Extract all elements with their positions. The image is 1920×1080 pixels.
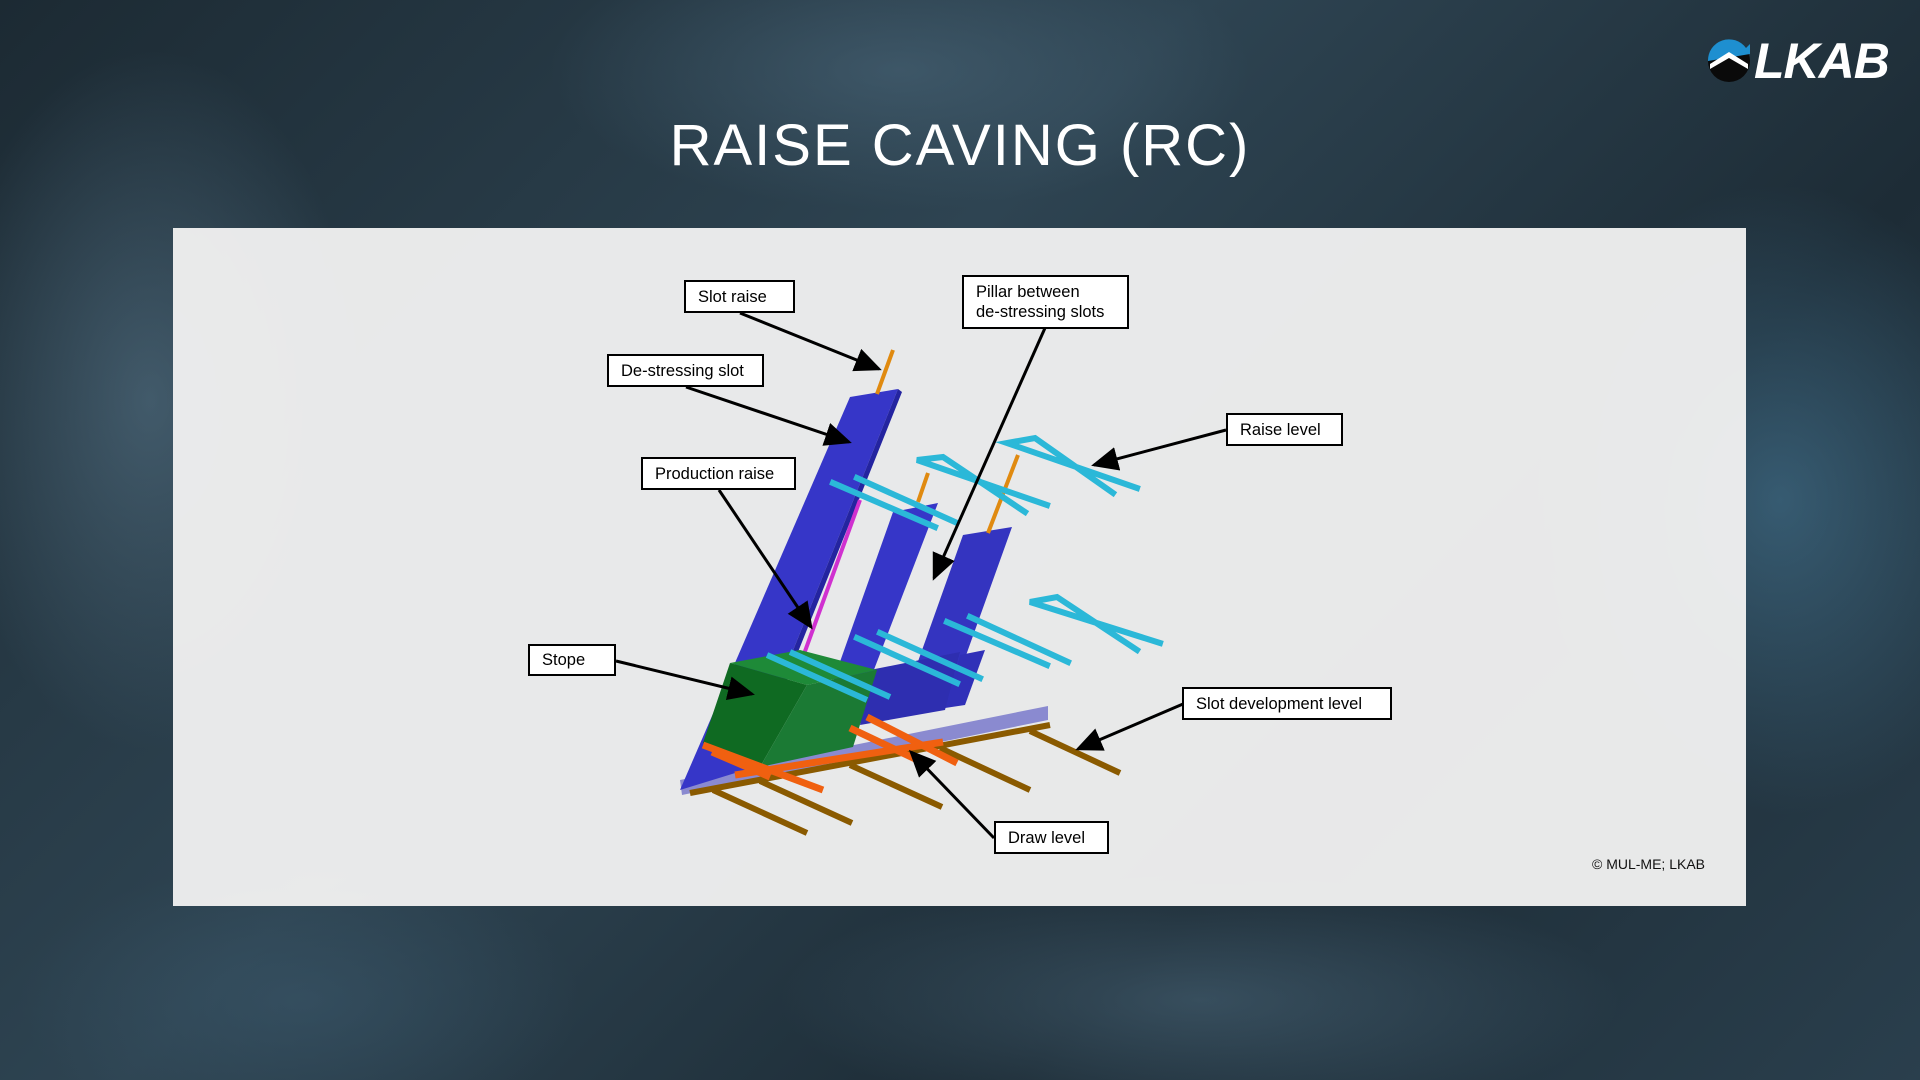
label-raise-level: Raise level bbox=[1226, 413, 1343, 446]
label-draw-level: Draw level bbox=[994, 821, 1109, 854]
label-slot-raise: Slot raise bbox=[684, 280, 795, 313]
label-stope: Stope bbox=[528, 644, 616, 676]
copyright: © MUL-ME; LKAB bbox=[1592, 856, 1706, 872]
logo-text: LKAB bbox=[1754, 33, 1890, 89]
raise-level-drifts bbox=[829, 434, 1164, 687]
destressing-slot-3-lower bbox=[945, 650, 985, 708]
production-raise bbox=[798, 499, 862, 666]
slot-development-drifts bbox=[689, 722, 1122, 836]
label-pillar-line2: de-stressing slots bbox=[976, 303, 1105, 321]
label-destressing-slot: De-stressing slot bbox=[607, 354, 764, 387]
callout-arrows bbox=[615, 311, 1227, 840]
destressing-slot-2 bbox=[830, 503, 938, 690]
lkab-logo: LKAB bbox=[1706, 33, 1890, 89]
page-title: RAISE CAVING (RC) bbox=[669, 113, 1251, 178]
raise-level-lower-drifts bbox=[765, 649, 892, 703]
label-slot-development-level: Slot development level bbox=[1182, 687, 1392, 720]
label-pillar: Pillar between de-stressing slots bbox=[962, 275, 1129, 329]
label-pillar-line1: Pillar between bbox=[976, 283, 1080, 301]
lkab-logo-icon bbox=[1707, 39, 1750, 82]
slot-raise-1 bbox=[875, 349, 895, 395]
slot-raise-2 bbox=[916, 472, 930, 503]
label-production-raise: Production raise bbox=[641, 457, 796, 490]
